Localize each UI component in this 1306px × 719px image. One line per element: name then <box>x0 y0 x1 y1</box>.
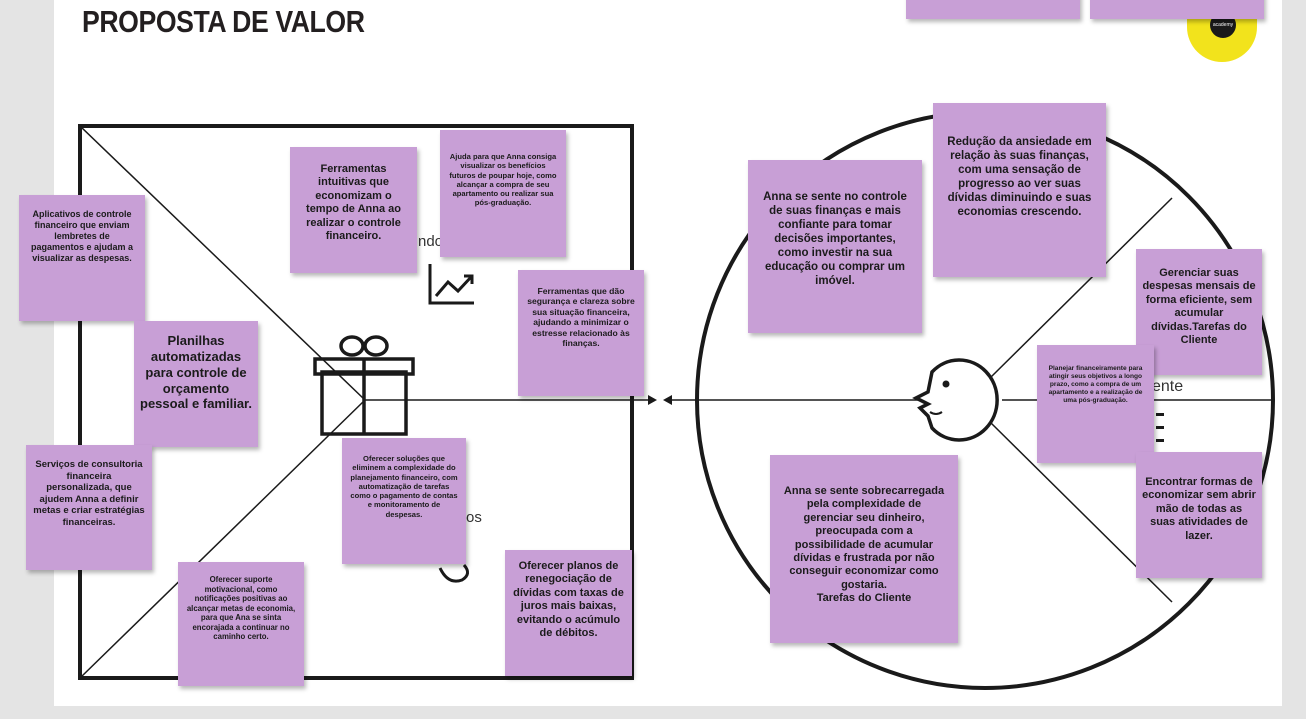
pain-icon-fragment <box>438 564 469 583</box>
logo-text: academy <box>1212 22 1234 28</box>
list-icon-fragment-3 <box>1156 439 1164 442</box>
sticky-note-reducao-ansiedade[interactable]: Redução da ansiedade em relação às suas … <box>933 103 1106 277</box>
fragment-ente: ente <box>1152 378 1184 395</box>
sticky-note-ajuda-visualizar[interactable]: Ajuda para que Anna consiga visualizar o… <box>440 130 566 257</box>
sticky-note-gerenciar-despesas[interactable]: Gerenciar suas despesas mensais de forma… <box>1136 249 1262 375</box>
sticky-note-ferramentas-intuitivas[interactable]: Ferramentas intuitivas que economizam o … <box>290 147 417 273</box>
sticky-note-encontrar-formas[interactable]: Encontrar formas de economizar sem abrir… <box>1136 452 1262 578</box>
sticky-note-top-1[interactable] <box>906 0 1080 19</box>
value-map-square <box>78 124 634 680</box>
arrow-right-head <box>648 395 657 405</box>
sticky-note-controle-financas[interactable]: Anna se sente no controle de suas finanç… <box>748 160 922 333</box>
sticky-note-ferramentas-seguranca[interactable]: Ferramentas que dão segurança e clareza … <box>518 270 644 396</box>
circle-divider-top <box>989 197 1173 379</box>
fragment-ndo: ndo <box>418 233 444 250</box>
page-title: PROPOSTA DE VALOR <box>82 4 365 39</box>
sticky-note-suporte[interactable]: Oferecer suporte motivacional, como noti… <box>178 562 304 686</box>
gift-icon <box>313 335 415 436</box>
face-mouth <box>929 411 943 415</box>
chart-growth-icon <box>428 264 474 305</box>
customer-face-icon <box>912 358 999 442</box>
arrow-left-head <box>663 395 672 405</box>
face-eye <box>942 380 950 388</box>
sticky-note-consultoria[interactable]: Serviços de consultoria financeira perso… <box>26 445 152 570</box>
diagonal-top <box>79 125 366 401</box>
sticky-note-planejar[interactable]: Planejar financeiramente para atingir se… <box>1037 345 1154 463</box>
sticky-note-aplicativos[interactable]: Aplicativos de controle financeiro que e… <box>19 195 145 321</box>
diagonal-bottom <box>79 399 366 679</box>
sticky-note-renegociacao[interactable]: Oferecer planos de renegociação de dívid… <box>505 550 632 676</box>
list-icon-fragment-1 <box>1156 413 1164 416</box>
sticky-note-top-2[interactable] <box>1090 0 1264 19</box>
list-icon-fragment-2 <box>1156 426 1164 429</box>
sticky-note-solucoes[interactable]: Oferecer soluções que eliminem a complex… <box>342 438 466 564</box>
sticky-note-sobrecarregada[interactable]: Anna se sente sobrecarregada pela comple… <box>770 455 958 643</box>
sticky-note-planilhas[interactable]: Planilhas automatizadas para controle de… <box>134 321 258 447</box>
fragment-os: os <box>466 509 482 526</box>
